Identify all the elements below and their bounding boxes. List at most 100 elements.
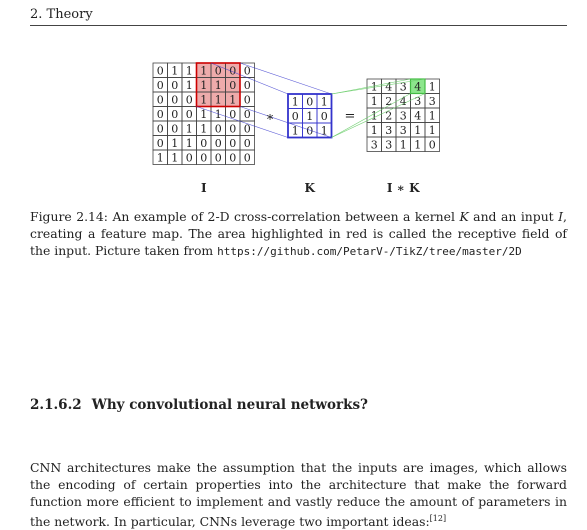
output-highlight-border bbox=[409, 78, 426, 95]
output-highlight-cell bbox=[410, 79, 425, 94]
input-matrix-value: 0 bbox=[186, 108, 193, 121]
running-head: 2. Theory bbox=[30, 7, 93, 22]
kernel-matrix-value: 0 bbox=[292, 110, 299, 123]
output-matrix-value: 1 bbox=[371, 80, 378, 93]
input-matrix-value: 0 bbox=[244, 151, 251, 164]
output-matrix-value: 3 bbox=[400, 124, 407, 137]
input-label: I bbox=[201, 181, 207, 195]
input-matrix-value: 1 bbox=[186, 64, 193, 77]
output-connector-line bbox=[331, 78, 411, 95]
output-matrix-value: 3 bbox=[400, 80, 407, 93]
output-matrix-value: 3 bbox=[414, 95, 421, 108]
section-heading: 2.1.6.2 Why convolutional neural networks… bbox=[30, 397, 368, 413]
input-matrix-value: 1 bbox=[215, 108, 222, 121]
input-matrix-value: 0 bbox=[229, 122, 236, 135]
input-matrix-value: 0 bbox=[244, 79, 251, 92]
input-matrix-value: 0 bbox=[244, 122, 251, 135]
input-matrix-value: 0 bbox=[229, 151, 236, 164]
input-matrix-value: 0 bbox=[186, 151, 193, 164]
receptive-connector-line bbox=[210, 62, 289, 95]
output-label: I ∗ K bbox=[387, 181, 420, 195]
output-matrix-value: 1 bbox=[371, 109, 378, 122]
output-matrix-value: 3 bbox=[429, 95, 436, 108]
input-matrix-value: 0 bbox=[171, 108, 178, 121]
kernel-matrix-value: 1 bbox=[306, 110, 313, 123]
input-matrix-value: 1 bbox=[171, 137, 178, 150]
input-matrix-value: 1 bbox=[200, 93, 207, 106]
input-matrix-value: 0 bbox=[244, 108, 251, 121]
input-matrix-value: 1 bbox=[215, 93, 222, 106]
output-matrix-value: 1 bbox=[414, 138, 421, 151]
input-matrix-value: 0 bbox=[157, 64, 164, 77]
section-title: Why convolutional neural networks? bbox=[91, 397, 368, 413]
output-matrix-value: 1 bbox=[429, 109, 436, 122]
input-matrix-value: 0 bbox=[215, 137, 222, 150]
input-matrix-value: 1 bbox=[200, 108, 207, 121]
input-matrix-value: 1 bbox=[200, 79, 207, 92]
output-matrix-value: 2 bbox=[385, 95, 392, 108]
input-matrix-value: 0 bbox=[186, 93, 193, 106]
input-matrix-value: 1 bbox=[171, 151, 178, 164]
input-matrix-value: 0 bbox=[244, 93, 251, 106]
receptive-connector-line bbox=[239, 106, 332, 138]
output-matrix-value: 0 bbox=[429, 138, 436, 151]
kernel-border bbox=[287, 93, 333, 139]
output-matrix-value: 4 bbox=[414, 109, 421, 122]
input-matrix-value: 0 bbox=[157, 108, 164, 121]
input-matrix-value: 1 bbox=[157, 151, 164, 164]
output-matrix-value: 1 bbox=[429, 124, 436, 137]
citation[interactable]: [12] bbox=[429, 514, 447, 523]
input-matrix-value: 0 bbox=[229, 137, 236, 150]
output-matrix-cell bbox=[424, 136, 440, 152]
output-matrix-value: 2 bbox=[385, 109, 392, 122]
input-matrix-value: 0 bbox=[171, 122, 178, 135]
figure-caption: Figure 2.14: An example of 2-D cross-cor… bbox=[30, 208, 567, 260]
input-matrix-value: 1 bbox=[215, 79, 222, 92]
input-matrix-value: 0 bbox=[229, 64, 236, 77]
input-matrix-value: 1 bbox=[229, 93, 236, 106]
input-matrix-value: 0 bbox=[157, 93, 164, 106]
input-matrix-value: 1 bbox=[186, 137, 193, 150]
receptive-connector-line bbox=[239, 62, 332, 95]
output-matrix-value: 3 bbox=[385, 138, 392, 151]
kernel-matrix-value: 0 bbox=[306, 95, 313, 108]
kernel-matrix-value: 0 bbox=[306, 124, 313, 137]
output-connector-line bbox=[331, 93, 426, 138]
input-matrix-value: 0 bbox=[229, 108, 236, 121]
output-matrix-value: 1 bbox=[371, 95, 378, 108]
input-matrix-value: 0 bbox=[229, 79, 236, 92]
output-matrix-value: 3 bbox=[371, 138, 378, 151]
kernel-matrix-value: 0 bbox=[321, 110, 328, 123]
input-matrix-value: 0 bbox=[215, 122, 222, 135]
input-matrix-value: 0 bbox=[157, 122, 164, 135]
caption-url[interactable]: https://github.com/PetarV-/TikZ/tree/mas… bbox=[217, 245, 522, 258]
convolution-operator: ∗ bbox=[266, 110, 275, 125]
input-matrix-value: 1 bbox=[186, 122, 193, 135]
input-matrix-value: 0 bbox=[215, 64, 222, 77]
section-number: 2.1.6.2 bbox=[30, 397, 82, 413]
kernel-matrix-value: 1 bbox=[321, 124, 328, 137]
input-matrix-value: 0 bbox=[171, 79, 178, 92]
receptive-field-border bbox=[195, 62, 241, 108]
receptive-connector-line bbox=[196, 106, 289, 138]
output-connector-line bbox=[331, 93, 411, 138]
input-matrix-value: 0 bbox=[215, 151, 222, 164]
header-rule bbox=[30, 25, 567, 26]
kernel-matrix-value: 1 bbox=[292, 95, 299, 108]
output-matrix-value: 1 bbox=[429, 80, 436, 93]
kernel-matrix-value: 1 bbox=[292, 124, 299, 137]
output-matrix-value: 4 bbox=[385, 80, 392, 93]
input-matrix-value: 0 bbox=[157, 137, 164, 150]
input-matrix-value: 1 bbox=[171, 64, 178, 77]
output-matrix-value: 3 bbox=[400, 109, 407, 122]
receptive-field-fill bbox=[196, 63, 240, 107]
kernel-matrix-value: 1 bbox=[321, 95, 328, 108]
input-matrix-value: 0 bbox=[157, 79, 164, 92]
input-matrix-value: 0 bbox=[244, 137, 251, 150]
caption-input-symbol: I bbox=[558, 209, 564, 224]
output-matrix-value: 4 bbox=[414, 80, 421, 93]
body-paragraph: CNN architectures make the assumption th… bbox=[30, 459, 567, 530]
output-matrix-value: 1 bbox=[414, 124, 421, 137]
